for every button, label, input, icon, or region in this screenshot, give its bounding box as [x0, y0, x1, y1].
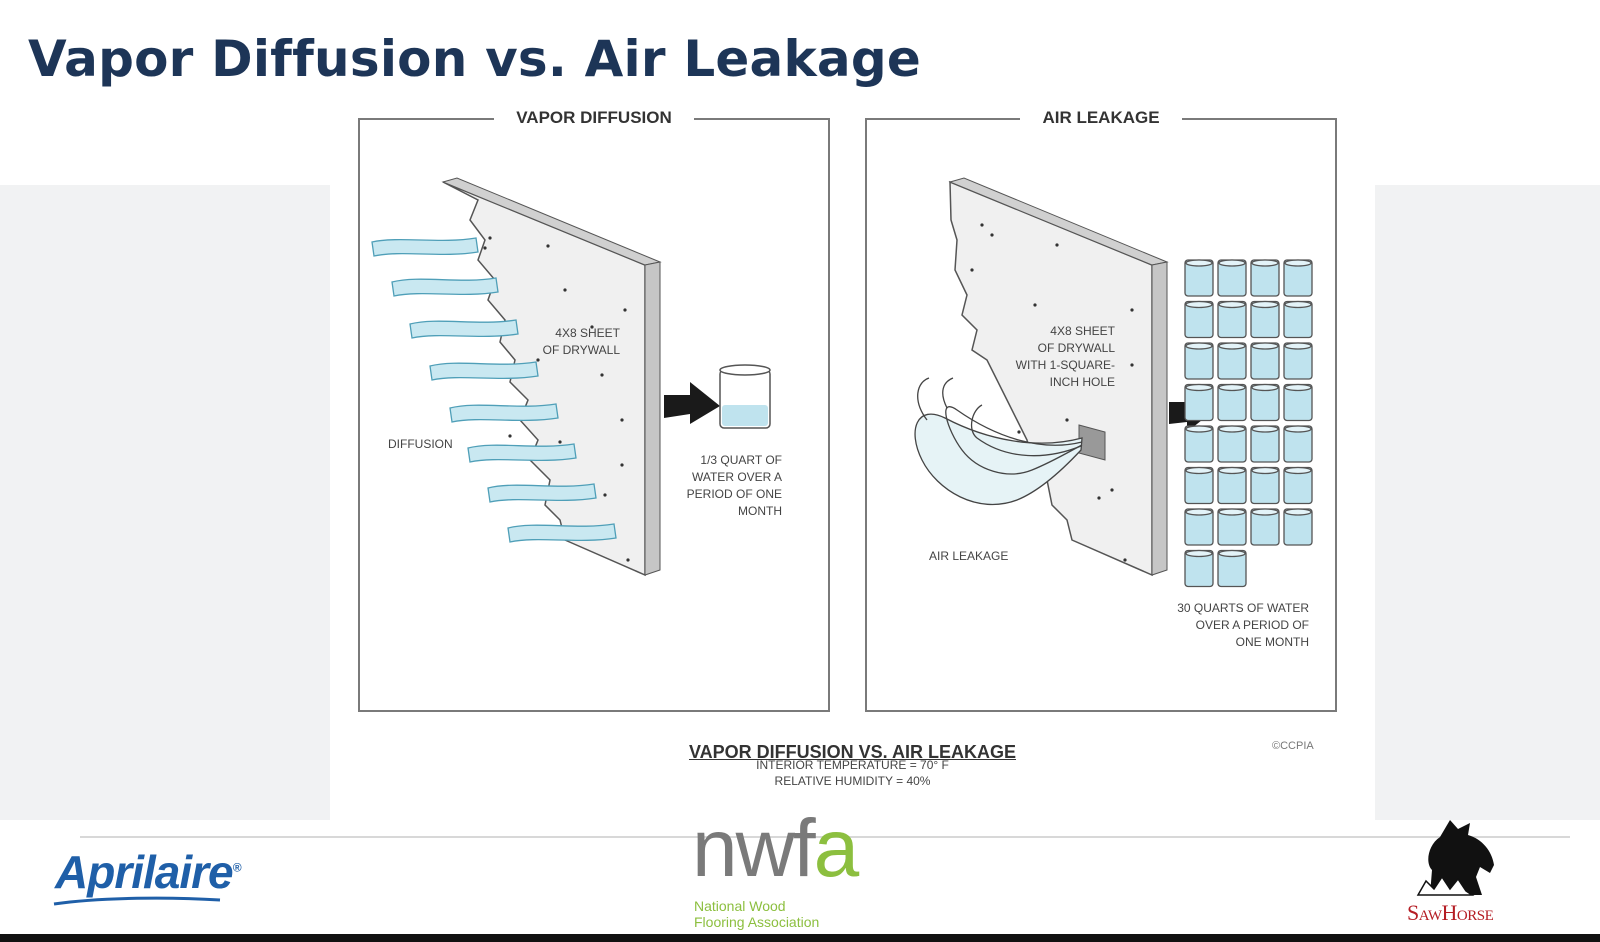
- quart-container-rim: [1251, 300, 1279, 309]
- drywall-texture: [970, 223, 1134, 562]
- quart-container-rim: [1185, 466, 1213, 475]
- aprilaire-logo: Aprilaire®: [55, 846, 241, 898]
- quart-containers: [1184, 259, 1313, 588]
- figure-caption: VAPOR DIFFUSION VS. AIR LEAKAGE: [688, 742, 1017, 762]
- quart-container-rim: [1284, 383, 1312, 392]
- credit-text: ©CCPIA: [1272, 740, 1314, 752]
- quart-container-rim: [1218, 300, 1246, 309]
- footer-divider: [80, 836, 1570, 838]
- quart-container-rim: [1284, 300, 1312, 309]
- quart-container-rim: [1284, 425, 1312, 433]
- quart-container-rim: [1185, 259, 1213, 267]
- slide-title: Vapor Diffusion vs. Air Leakage: [28, 30, 921, 88]
- vapor-diffusion-illustration: [371, 177, 771, 577]
- quart-container-rim: [1218, 425, 1246, 433]
- quart-container-rim: [1185, 425, 1213, 433]
- conditions-temperature: INTERIOR TEMPERATURE = 70° F: [756, 758, 949, 772]
- quart-container-rim: [1284, 342, 1312, 350]
- quart-container-rim: [1185, 300, 1213, 309]
- nwfa-logo: nwfa: [692, 803, 859, 894]
- quart-container-rim: [1185, 342, 1213, 350]
- drywall-side-edge: [644, 261, 661, 576]
- bottom-bar: [0, 934, 1600, 942]
- sawhorse-logo: SawHorse: [1407, 900, 1494, 925]
- quart-container-rim: [1251, 342, 1279, 350]
- diffusion-ribbons: [371, 237, 617, 543]
- drywall-side-edge: [1151, 261, 1168, 576]
- vapor-diffusion-title: VAPOR DIFFUSION: [494, 108, 694, 127]
- quart-container-rim: [1185, 383, 1213, 392]
- quart-container-rim: [1251, 466, 1279, 475]
- quart-container-rim: [1251, 383, 1279, 392]
- drywall-texture: [483, 236, 630, 562]
- air-leakage-panel: AIR LEAKAGE: [865, 108, 1337, 712]
- quart-container-rim: [1251, 508, 1279, 516]
- quart-container-rim: [1284, 508, 1312, 516]
- quart-container-rim: [1218, 549, 1246, 558]
- air-leakage-illustration: [914, 177, 1313, 588]
- arrow-icon: [664, 382, 720, 424]
- water-glass-icon: [719, 364, 771, 429]
- quart-container-rim: [1185, 508, 1213, 516]
- aprilaire-swoosh-icon: [53, 896, 221, 906]
- quart-container-rim: [1284, 259, 1312, 267]
- air-leakage-swirl: [914, 377, 1083, 505]
- air-leakage-label: AIR LEAKAGE: [929, 549, 1009, 563]
- quart-container-rim: [1251, 425, 1279, 433]
- conditions-humidity: RELATIVE HUMIDITY = 40%: [774, 774, 931, 788]
- quart-container-rim: [1218, 466, 1246, 475]
- vapor-diffusion-panel: VAPOR DIFFUSION: [358, 108, 830, 712]
- quart-container-rim: [1284, 466, 1312, 475]
- quart-container-rim: [1218, 508, 1246, 516]
- quart-container-rim: [1218, 259, 1246, 267]
- quart-container-rim: [1218, 383, 1246, 392]
- quart-container-rim: [1218, 342, 1246, 350]
- diffusion-label: DIFFUSION: [388, 437, 453, 451]
- diagram-figure: VAPOR DIFFUSION: [330, 108, 1375, 820]
- quart-container-rim: [1185, 549, 1213, 558]
- quart-container-rim: [1251, 259, 1279, 267]
- drywall-sheet: [949, 180, 1153, 577]
- sawhorse-horse-icon: [1416, 820, 1494, 896]
- air-leakage-title: AIR LEAKAGE: [1020, 108, 1182, 127]
